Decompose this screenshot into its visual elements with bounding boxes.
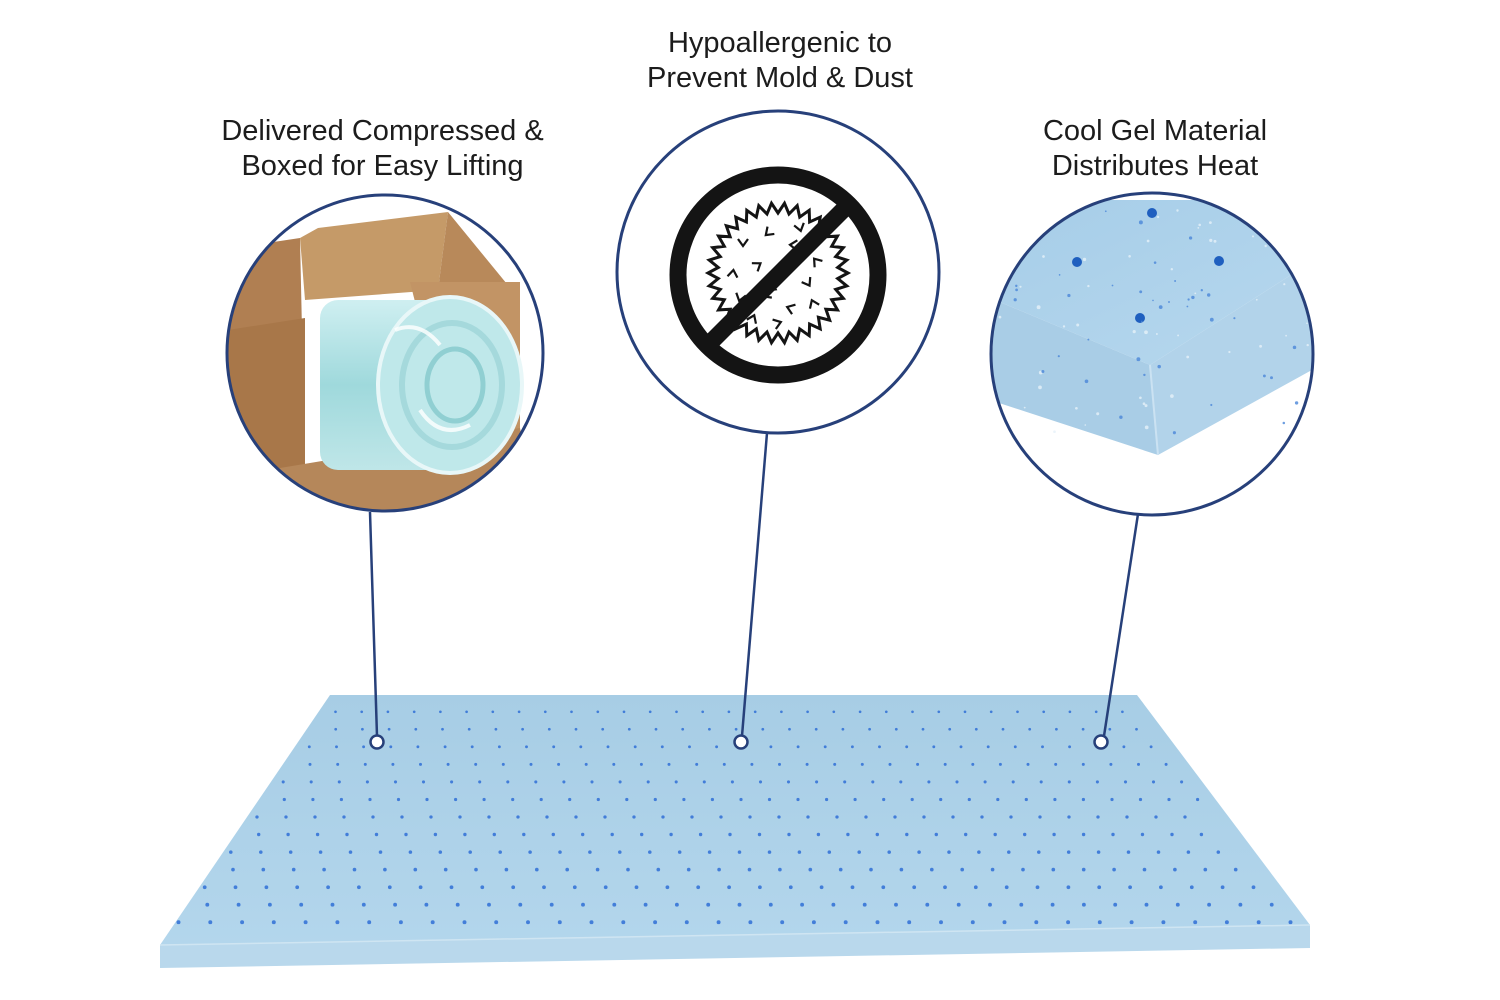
feature-label-line: Cool Gel Material (1042, 115, 1268, 147)
connector-line-left (368, 511, 379, 737)
connector-line-right (1102, 513, 1140, 737)
callout-boxed-roll (225, 193, 545, 513)
feature-label-line: Distributes Heat (1051, 150, 1259, 182)
gel-foam-corner-image (991, 200, 1313, 456)
feature-label-line: Boxed for Easy Lifting (241, 150, 524, 182)
callout-connectors (368, 432, 1140, 750)
topper-top-surface (160, 695, 1310, 945)
boxed-roll-image (227, 212, 540, 511)
feature-label-line: Delivered Compressed & (221, 115, 544, 147)
no-allergen-icon (669, 166, 887, 384)
anchor-dot-right (1093, 734, 1109, 750)
feature-label-line: Hypoallergenic to (667, 27, 893, 59)
feature-label-line: Prevent Mold & Dust (647, 62, 913, 94)
feature-label-compressed: Delivered Compressed & Boxed for Easy Li… (160, 114, 605, 184)
callout-cool-gel (989, 191, 1315, 517)
gel-dot-pattern (176, 710, 1293, 925)
feature-label-hypoallergenic: Hypoallergenic to Prevent Mold & Dust (590, 26, 970, 96)
mattress-topper (159, 695, 1311, 968)
anchor-dot-mid (733, 734, 749, 750)
anchor-dot-left (369, 734, 385, 750)
connector-line-mid (740, 432, 769, 737)
callout-hypoallergenic (615, 109, 941, 435)
topper-front-edge (160, 925, 1310, 968)
feature-label-cool-gel: Cool Gel Material Distributes Heat (985, 114, 1325, 184)
